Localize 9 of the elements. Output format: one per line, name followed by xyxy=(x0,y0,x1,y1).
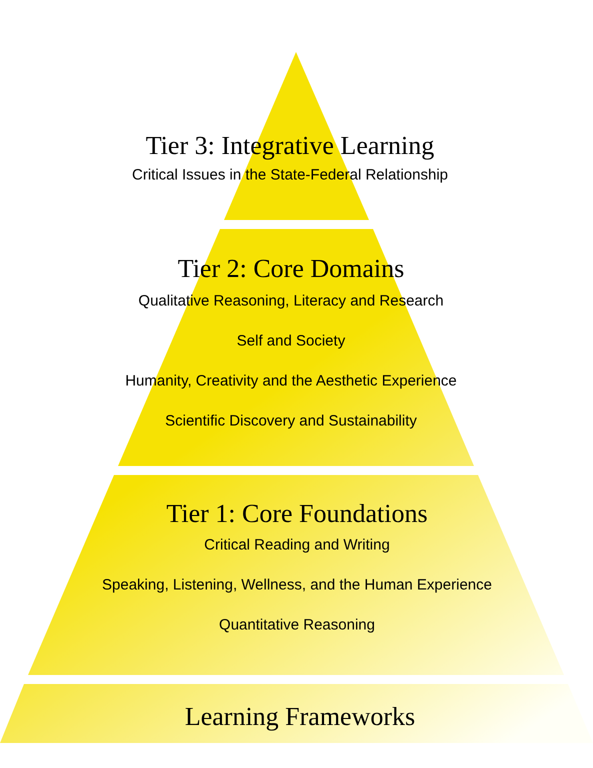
tier-heading: Tier 1: Core Foundations xyxy=(166,499,428,529)
subject-area-text: Quantitative Reasoning xyxy=(219,616,375,634)
subject-area-text: Speaking, Listening, Wellness, and the Human Experience xyxy=(102,576,492,594)
tier-heading: Learning Frameworks xyxy=(184,702,416,732)
subject-area-text: Scientific Discovery and Sustainability xyxy=(165,412,417,430)
subject-area-text: Self and Society xyxy=(236,332,346,350)
pyramid-base xyxy=(0,684,593,743)
pyramid-tier xyxy=(28,475,564,675)
subject-area-text: Critical Reading and Writing xyxy=(204,536,390,554)
